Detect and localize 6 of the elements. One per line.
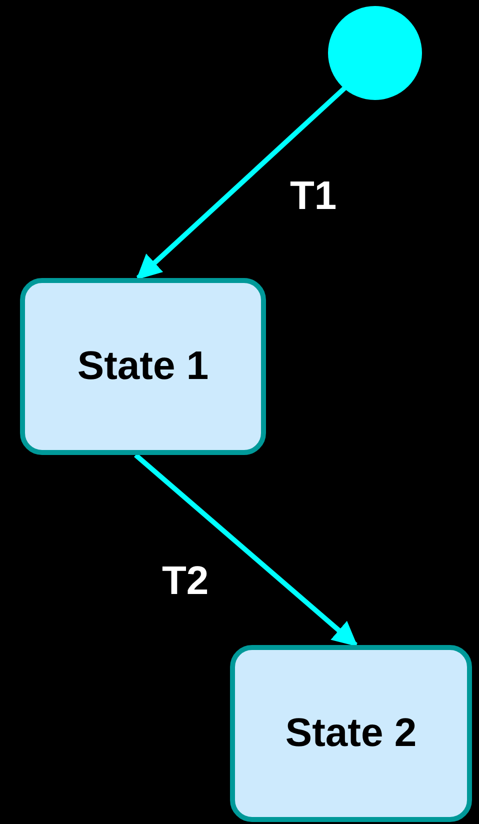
state-box [230, 645, 472, 822]
state-box [20, 278, 266, 455]
state-name: State 1 [77, 344, 209, 389]
arrow [136, 86, 347, 280]
state-name: State 2 [285, 711, 417, 756]
arrow [134, 453, 358, 647]
